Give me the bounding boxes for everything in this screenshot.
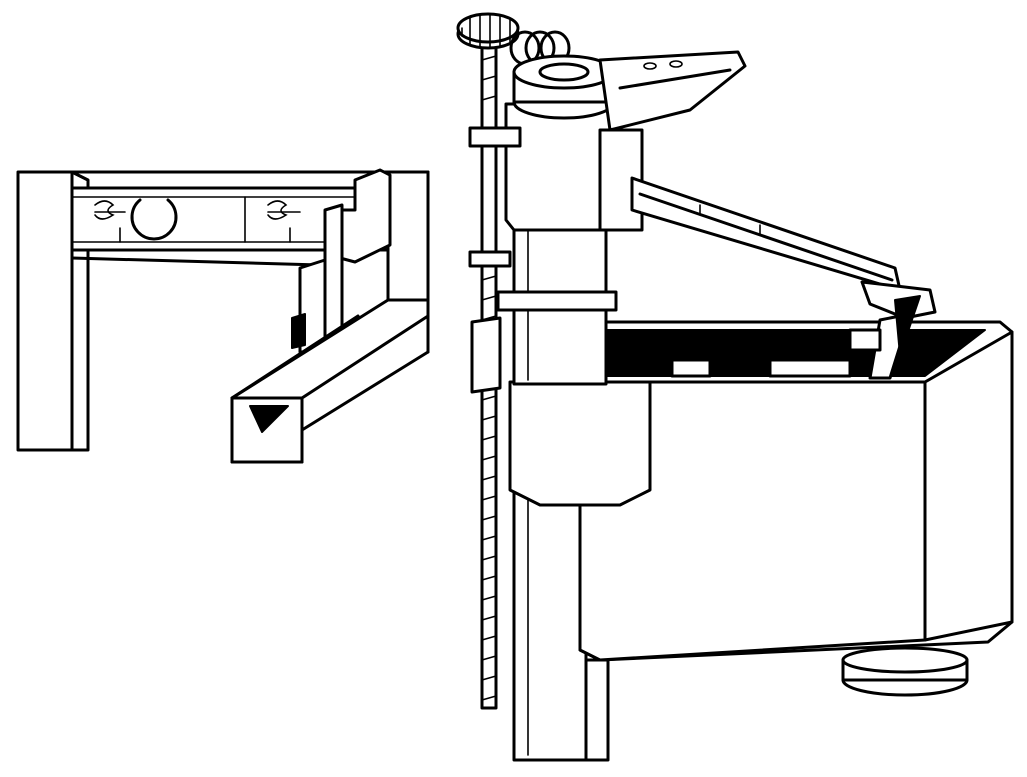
fill-valve-icon	[456, 12, 1014, 762]
bracket-icon	[16, 168, 430, 464]
